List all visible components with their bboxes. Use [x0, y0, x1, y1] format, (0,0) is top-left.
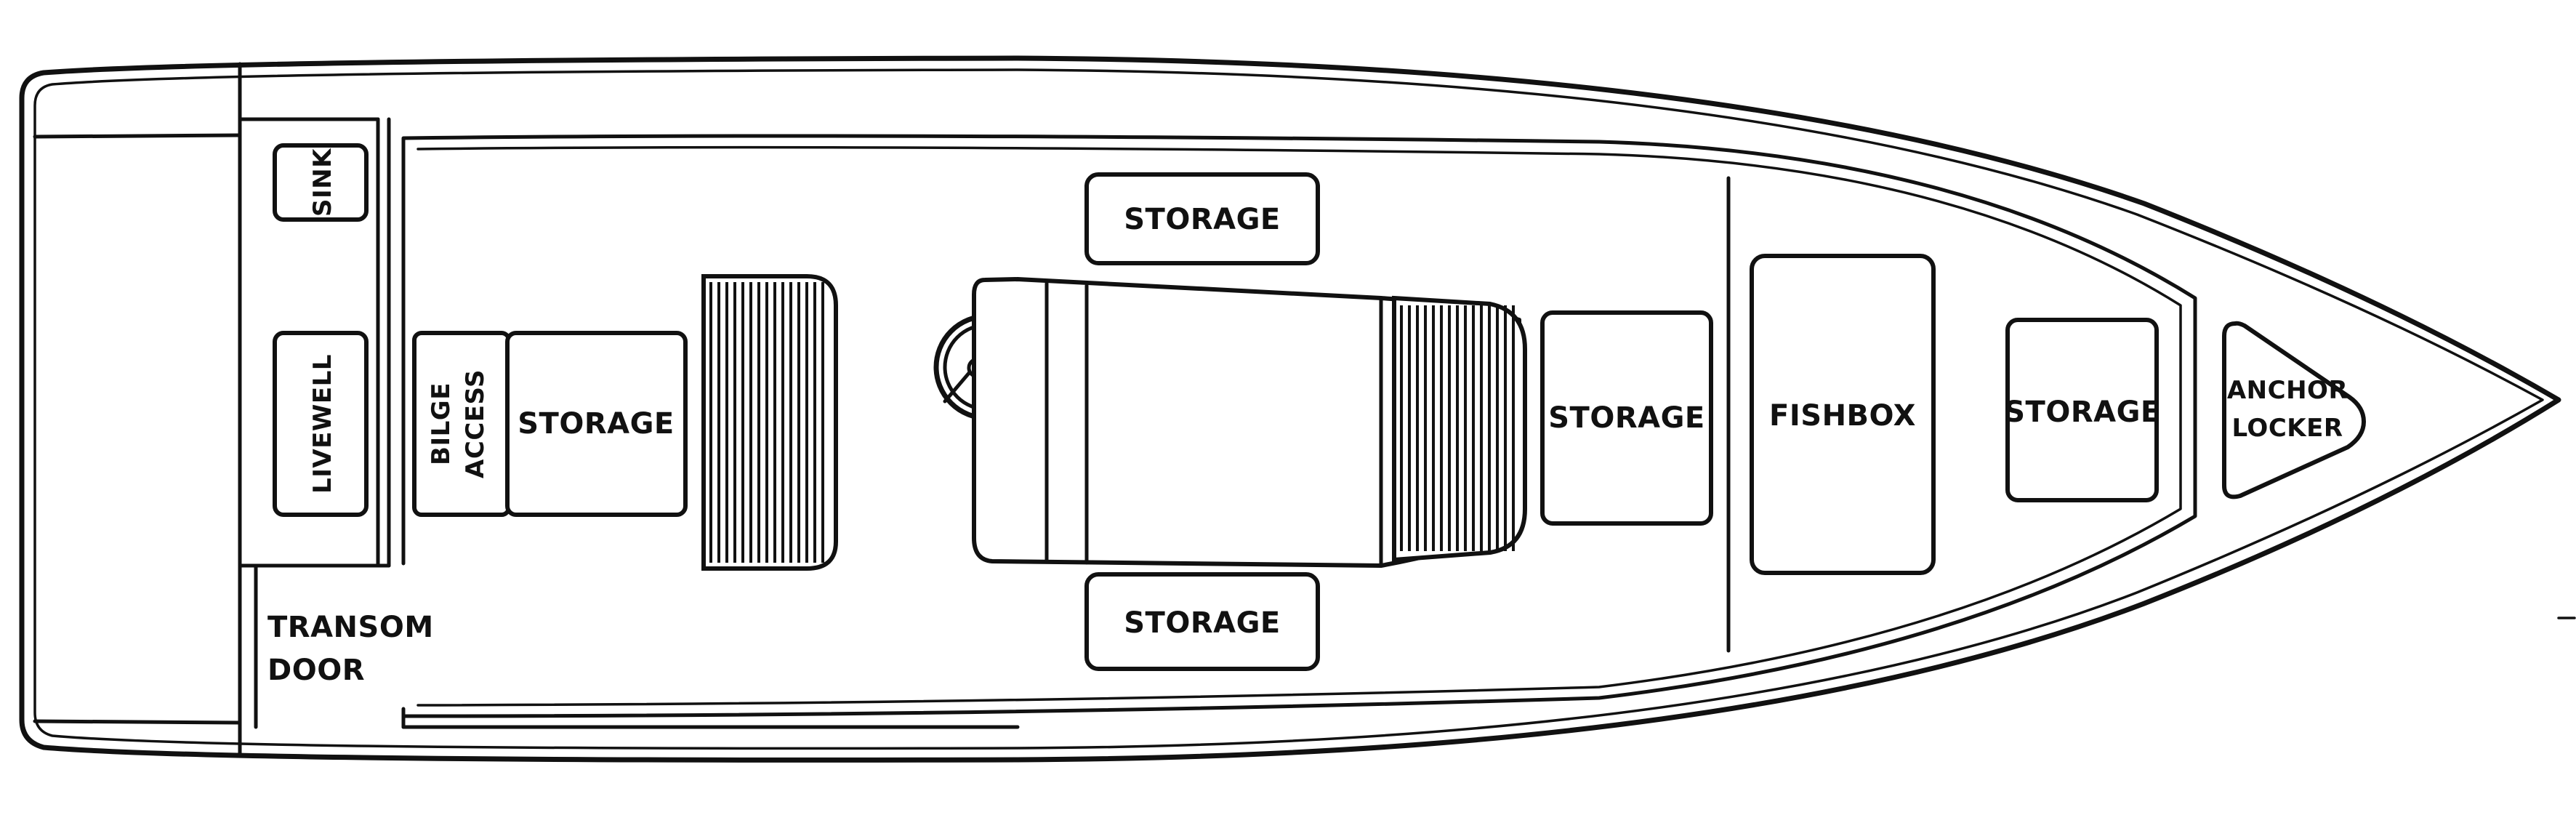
console-slatted-seat [1392, 295, 1527, 563]
anchor-label-line1: ANCHOR [2227, 376, 2348, 405]
fishbox-box: FISHBOX [1750, 254, 1936, 575]
sink-box: SINK [273, 143, 369, 222]
storage-top-label: STORAGE [1124, 203, 1281, 236]
sink-label: SINK [308, 148, 337, 217]
transom-band [33, 62, 242, 758]
storage-top-box: STORAGE [1084, 172, 1320, 265]
console-forward-storage-box: STORAGE [1540, 310, 1713, 526]
anchor-label-line2: LOCKER [2231, 414, 2343, 443]
bilge-access-box: BILGE ACCESS [412, 331, 511, 517]
aft-slatted-seat [701, 274, 838, 571]
livewell-box: LIVEWELL [273, 331, 369, 517]
storage-bottom-label: STORAGE [1124, 606, 1281, 640]
transom-door-label-line1: TRANSOM [267, 611, 434, 644]
bilge-label-line1: BILGE [427, 382, 456, 465]
aft-storage-label: STORAGE [518, 407, 675, 441]
storage-bottom-box: STORAGE [1084, 572, 1320, 671]
forward-storage-label: STORAGE [2004, 396, 2161, 429]
aft-storage-box: STORAGE [505, 331, 688, 517]
console-forward-storage-label: STORAGE [1548, 401, 1705, 435]
transom-door-label-line2: DOOR [267, 654, 365, 687]
livewell-label: LIVEWELL [308, 354, 337, 494]
bilge-label-line2: ACCESS [461, 369, 490, 478]
cockpit-coaming [401, 134, 2197, 729]
anchor-locker-box: ANCHOR LOCKER [2222, 321, 2367, 499]
hull-outline [19, 55, 2561, 763]
fishbox-label: FISHBOX [1769, 399, 1916, 433]
aft-compartment [238, 117, 391, 729]
forward-storage-box: STORAGE [2004, 318, 2161, 502]
